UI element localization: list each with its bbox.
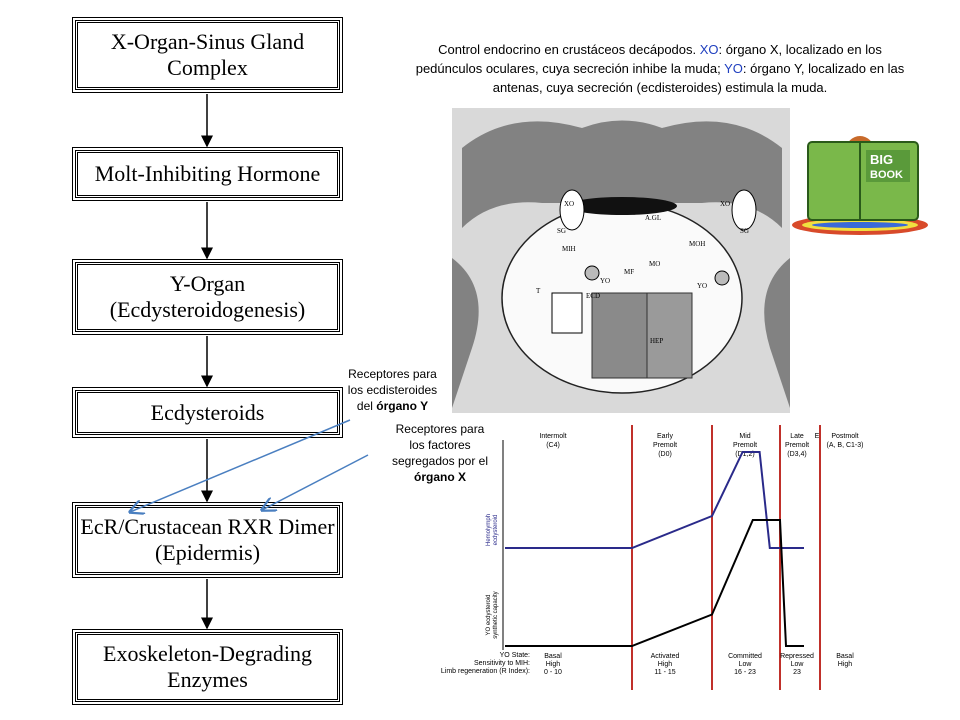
flow-box-ecdysteroids: Ecdysteroids <box>72 387 343 438</box>
flow-box-y-organ: Y-Organ (Ecdysteroidogenesis) <box>72 259 343 335</box>
y-axis-label-1-0: YO ecdysteroid <box>486 594 492 635</box>
stage-label-1-1: Premolt <box>653 442 677 449</box>
crab-label-mih: MIH <box>562 245 576 253</box>
table-cell-3-1: Low <box>791 661 805 668</box>
note-x-line2: los factores <box>409 438 471 452</box>
stage-label-1-2: (D0) <box>658 451 672 458</box>
note-x-line3: segregados por el <box>391 454 489 468</box>
crab-label-yo-left: YO <box>600 277 610 285</box>
table-header-sensitivity: Sensitivity to MIH: <box>473 660 530 667</box>
table-cell-0-0: Basal <box>544 653 562 660</box>
table-cell-0-2: 0 - 10 <box>544 669 562 676</box>
note-y-bold: órgano Y <box>376 399 429 413</box>
table-cell-1-1: High <box>658 661 673 668</box>
table-cell-3-0: Repressed <box>780 653 814 660</box>
note-receptores-y: Receptores para los ecdisteroides del ór… <box>330 366 455 414</box>
note-y-line3: del <box>356 399 377 413</box>
series-line-1 <box>505 519 804 647</box>
crab-label-mf: MF <box>624 268 634 276</box>
y-axis-label-0-0: Hemolymph <box>486 514 492 546</box>
y-axis-label-1-1: synthetic capacity <box>493 591 499 638</box>
flow-box-exoskeleton-enzymes: Exoskeleton-Degrading Enzymes <box>72 629 343 705</box>
caption-text-3: : órgano Y, localizado en las antenas, c… <box>492 61 905 95</box>
crab-label-ecd: ECD <box>586 292 600 300</box>
stage-label-5-0: Postmolt <box>831 433 858 440</box>
crab-label-sg-right: SG <box>740 227 749 235</box>
table-cell-0-1: High <box>546 661 561 668</box>
table-cell-1-2: 11 - 15 <box>654 669 675 676</box>
stage-label-3-2: (D3,4) <box>787 451 806 458</box>
caption: Control endocrino en crustáceos decápodo… <box>410 40 910 97</box>
stage-label-2-2: (D1,2) <box>735 451 754 458</box>
crab-label-moh: MOH <box>689 240 705 248</box>
book-text-book: BOOK <box>870 169 903 181</box>
crab-label-mo: MO <box>649 260 660 268</box>
flow-box-ecr-rxr-dimer: EcR/Crustacean RXR Dimer (Epidermis) <box>72 502 343 578</box>
stage-label-0-1: (C4) <box>546 442 560 449</box>
caption-xo: XO <box>699 42 719 57</box>
crab-label-yo-right: YO <box>697 282 707 290</box>
arrow-receptor-y <box>130 419 351 512</box>
crab-label-agl: A.GL <box>645 214 661 222</box>
table-header-limb: Limb regeneration (R Index): <box>440 668 530 675</box>
stage-label-5-1: (A, B, C1-3) <box>827 442 864 449</box>
note-receptores-x: Receptores para los factores segregados … <box>380 421 500 485</box>
flow-box-xo-sinus-gland: X-Organ-Sinus Gland Complex <box>72 17 343 93</box>
stage-label-3-0: Late <box>790 433 804 440</box>
flow-box-molt-inhibiting-hormone: Molt-Inhibiting Hormone <box>72 147 343 201</box>
stage-label-4-0: E <box>815 433 820 440</box>
table-cell-3-2: 23 <box>793 669 801 676</box>
note-y-line1: Receptores para <box>348 367 437 381</box>
table-cell-1-0: Activated <box>651 653 680 660</box>
caption-text-1: Control endocrino en crustáceos decápodo… <box>438 42 700 57</box>
table-cell-2-2: 16 - 23 <box>734 669 756 676</box>
note-y-line2: los ecdisteroides <box>347 383 438 397</box>
stage-label-2-1: Premolt <box>733 442 757 449</box>
note-x-line1: Receptores para <box>395 422 485 436</box>
table-headers: YO State: Sensitivity to MIH: Limb regen… <box>440 652 530 676</box>
big-book-logo: BIG BOOK <box>790 130 930 240</box>
table-cell-2-1: Low <box>739 661 753 668</box>
crab-label-xo-left: XO <box>564 200 574 208</box>
book-text-big: BIG <box>870 152 893 167</box>
receptor-arrows <box>130 419 369 512</box>
y-axis-label-0-1: ecdysteroid <box>493 515 499 546</box>
crab-label-xo-right: XO <box>720 200 730 208</box>
stage-label-0-0: Intermolt <box>539 433 566 440</box>
series-line-0 <box>505 451 804 549</box>
table-header-yo-state: YO State: <box>499 652 530 659</box>
crab-label-hep: HEP <box>650 337 663 345</box>
table-cell-4-0: Basal <box>836 653 854 660</box>
table-cell-4-1: High <box>838 661 853 668</box>
table-cell-2-0: Committed <box>728 653 762 660</box>
note-x-bold: órgano X <box>413 470 466 484</box>
crab-label-t: T <box>536 287 541 295</box>
stage-label-2-0: Mid <box>739 433 750 440</box>
caption-text-2: : órgano X, localizado en los pedúnculos… <box>415 42 882 76</box>
caption-yo: YO <box>724 61 743 76</box>
crab-label-sg-left: SG <box>557 227 566 235</box>
arrow-receptor-x <box>262 454 369 510</box>
stage-label-1-0: Early <box>657 433 673 440</box>
crab-illustration: XO XO SG SG A.GL MO MF MOH MIH YO YO ECD… <box>452 108 790 413</box>
stage-label-3-1: Premolt <box>785 442 809 449</box>
